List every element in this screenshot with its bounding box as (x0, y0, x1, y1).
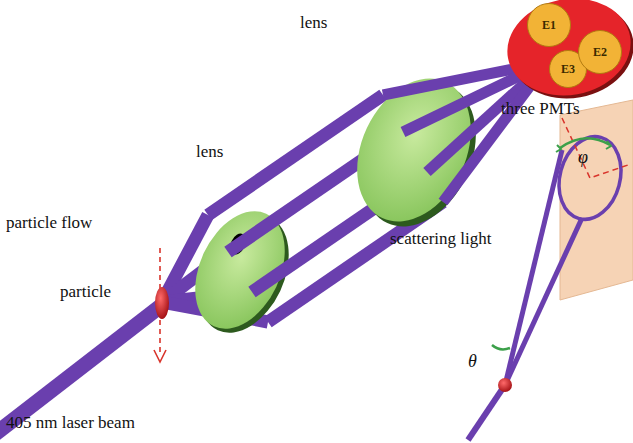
laser-beam-label: 405 nm laser beam (6, 414, 135, 433)
angle-theta: θ (468, 352, 477, 372)
lens-label: lens (300, 14, 327, 33)
pmt-detector: E2 (578, 30, 622, 74)
pmt-holder (500, 0, 633, 108)
scattering-light-label: scattering light (390, 230, 492, 249)
pmt-disc: three PMTsE3E1E2 (507, 0, 631, 96)
pmt-name: E2 (593, 45, 607, 60)
angle-phi: φ (578, 148, 588, 168)
angle-inset (468, 100, 633, 440)
particle-flow-arrowhead (154, 350, 166, 362)
laser-beam (0, 305, 162, 438)
pmt-detector: E1 (527, 3, 571, 47)
particle-label: particle (60, 283, 111, 302)
lens-label: lens (196, 143, 223, 162)
pmt-heading: three PMTs (501, 100, 580, 119)
pmt-name: E3 (561, 62, 575, 77)
pmt-name: E1 (542, 18, 556, 33)
converging-beams (383, 62, 548, 202)
particle (155, 287, 169, 319)
particle-flow-label: particle flow (6, 214, 92, 233)
